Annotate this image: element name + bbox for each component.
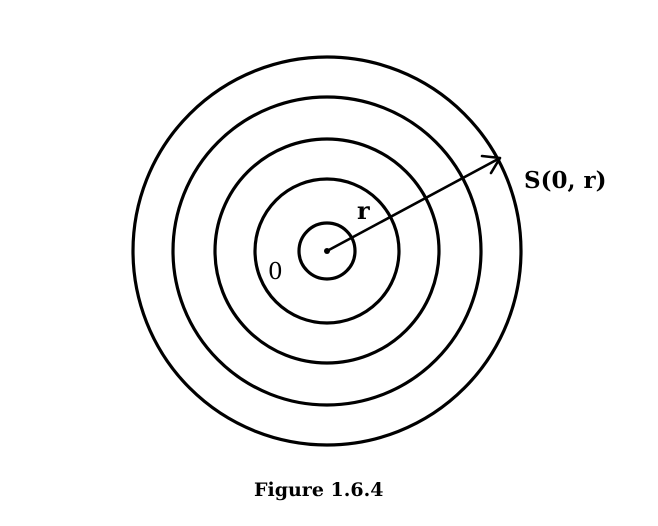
origin-label: 0 bbox=[268, 259, 283, 285]
inner-circle bbox=[297, 221, 357, 281]
radius-arrow bbox=[326, 156, 501, 253]
figure-caption: Figure 1.6.4 bbox=[254, 479, 383, 501]
second-circle bbox=[171, 95, 483, 407]
fourth-circle bbox=[253, 177, 401, 325]
outer-circle bbox=[131, 55, 523, 447]
third-circle bbox=[213, 137, 441, 365]
arrowhead bbox=[480, 154, 502, 175]
sphere-label: S(0, r) bbox=[524, 167, 607, 194]
radius-label: r bbox=[357, 196, 370, 225]
